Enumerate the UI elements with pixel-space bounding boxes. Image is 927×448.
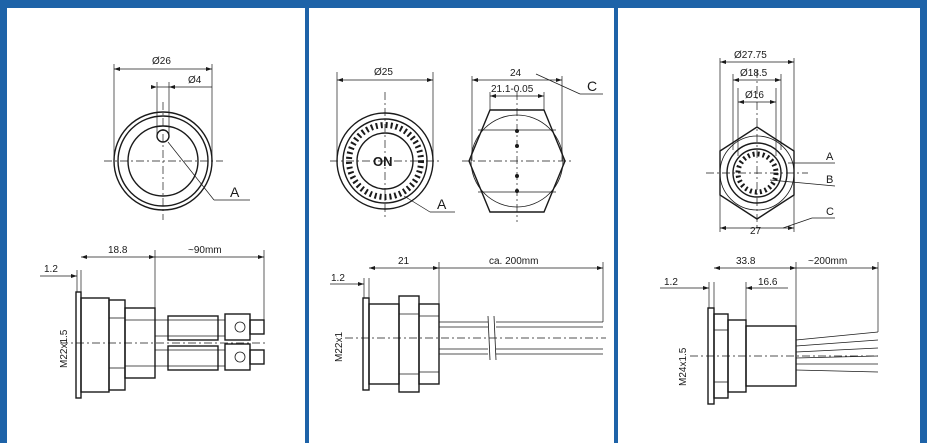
p2-callout-a: A [437,196,447,212]
p2-dim-b: 21 [398,256,410,267]
p3-callout-b: B [826,174,833,186]
left-blue-border [0,0,7,443]
p3-dia-1: Ø27.75 [734,50,767,61]
p1-callout-a: A [230,184,240,200]
p3-thread: M24x1.5 [678,347,689,386]
p3-dim-d: 16.6 [758,277,778,288]
panel1-top-view: Ø26 Ø4 A [104,56,250,220]
p3-across-flats: 27 [750,226,762,237]
right-blue-border [920,0,927,443]
p1-dia-outer: Ø26 [152,56,171,67]
p1-dim-b: 18.8 [108,245,128,256]
p3-dia-3: Ø16 [745,90,764,101]
panel2-front-view: ON Ø25 A [330,67,455,220]
top-blue-bar [0,0,927,8]
panel-divider-1 [305,0,309,443]
p2-thread: M22x1 [334,332,345,362]
p2-across-corners: 24 [510,68,522,79]
p2-dia-outer: Ø25 [374,67,393,78]
p2-dim-c: ca. 200mm [489,256,538,267]
p3-dim-c: ~200mm [808,256,847,267]
p1-dim-a: 1.2 [44,264,58,275]
p2-marking-on: ON [373,154,393,169]
panel2-side-view: 1.2 21 ca. 200mm M22x1 [330,256,606,393]
p3-callout-c: C [826,206,834,218]
panel3-top-view: Ø27.75 Ø18.5 Ø16 A B C 27 [706,50,836,237]
panel-divider-2 [614,0,618,443]
panel3-side-view: 1.2 33.8 ~200mm 16.6 M24x1.5 [660,256,879,405]
panel1-side-view: 1.2 18.8 ~90mm M22x1.5 [40,245,268,399]
p2-dim-a: 1.2 [331,273,345,284]
p3-dim-b: 33.8 [736,256,756,267]
panel2-hex-view: 24 21.1-0.05 C [462,68,603,222]
p3-dia-2: Ø18.5 [740,68,768,79]
p1-dia-inner: Ø4 [188,75,202,86]
p3-dim-a: 1.2 [664,277,678,288]
p1-thread: M22x1.5 [59,329,70,368]
p2-across-flats: 21.1-0.05 [491,84,534,95]
p3-callout-a: A [826,151,834,163]
p1-dim-c: ~90mm [188,245,222,256]
p2-callout-c: C [587,78,597,94]
